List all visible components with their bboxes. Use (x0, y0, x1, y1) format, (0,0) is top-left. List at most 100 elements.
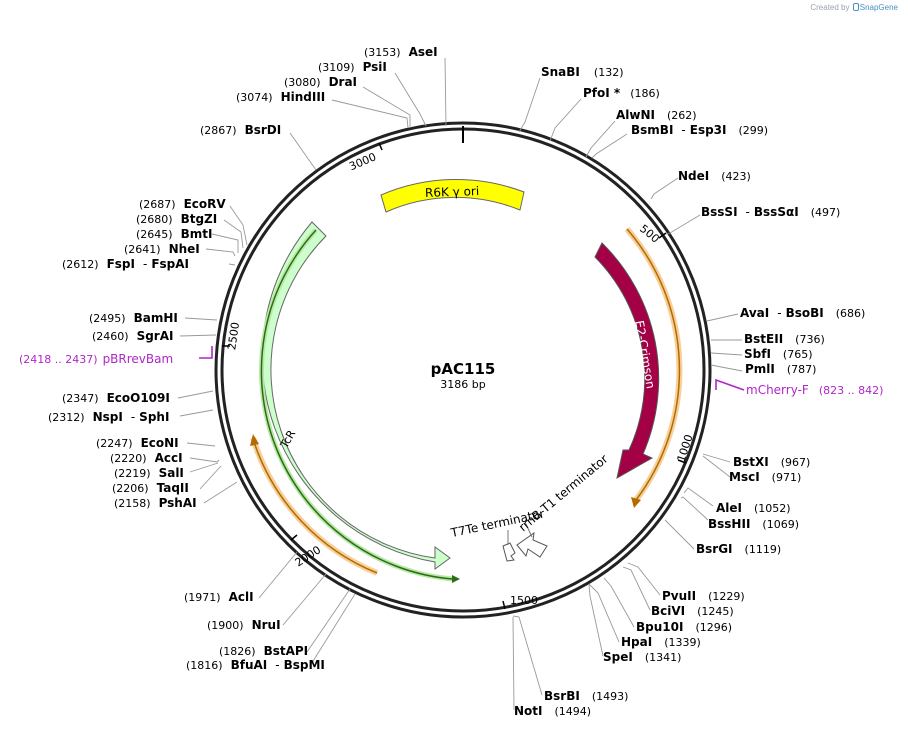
site-nhei[interactable]: (2641)NheI (124, 242, 200, 256)
feature-e2-crimson[interactable] (594, 242, 660, 479)
site-pmli[interactable]: PmlI(787) (745, 362, 816, 376)
site-alei[interactable]: AleI(1052) (716, 501, 791, 515)
site-econi[interactable]: (2247)EcoNI (96, 436, 179, 450)
orf-arc-tcr-line (260, 229, 453, 580)
site-name-bmti: BmtI (181, 227, 213, 241)
site-acli[interactable]: (1971)AclI (184, 590, 254, 604)
site-sali[interactable]: (2219)SalI (114, 466, 184, 480)
site-bcivi[interactable]: BciVI(1245) (651, 604, 734, 618)
primer-marker-mcherry-f[interactable] (715, 378, 745, 391)
site-nrui[interactable]: (1900)NruI (207, 618, 281, 632)
site-bamhi[interactable]: (2495)BamHI (89, 311, 178, 325)
site-dash-bsmbi: - (681, 123, 685, 137)
site-bsmbi[interactable]: BsmBI-Esp3I(299) (631, 123, 768, 137)
primer-marker-pbrrevbam[interactable] (199, 346, 213, 359)
feature-r6k-ori[interactable] (380, 178, 525, 213)
site-name-bsrdi: BsrDI (245, 123, 282, 137)
tick-label-1500: 1500 (510, 594, 538, 607)
site-asei[interactable]: (3153)AseI (364, 45, 438, 59)
site-pos-bstapi: (1826) (219, 645, 256, 658)
created-by-text: Created by (810, 3, 850, 12)
site-name-acci: AccI (155, 451, 183, 465)
site-sbfi[interactable]: SbfI (765) (744, 347, 813, 361)
site-name-pmli: PmlI (745, 362, 775, 376)
site-acci[interactable]: (2220)AccI (110, 451, 183, 465)
created-by-credit: Created by SnapGene (810, 3, 898, 12)
site-bstxi[interactable]: BstXI(967) (733, 455, 810, 469)
site-avai[interactable]: AvaI-BsoBI(686) (740, 306, 865, 320)
feature-tcr[interactable] (261, 221, 451, 570)
site-bstapi[interactable]: (1826)BstAPI (219, 644, 308, 658)
site-pos-bsrbi: (1493) (592, 690, 629, 703)
site-bfuai[interactable]: (1816)BfuAI-BspMI (186, 658, 325, 672)
site-btgzi[interactable]: (2680)BtgZI (136, 212, 217, 226)
orf-arc-e2-crimson-line (626, 228, 681, 501)
site-bsshii[interactable]: BssHII(1069) (708, 517, 799, 531)
site-pos-bamhi: (2495) (89, 312, 126, 325)
site-pos-pvuii: (1229) (708, 590, 745, 603)
site-pshai[interactable]: (2158)PshAI (114, 496, 197, 510)
site-bsrdi[interactable]: (2867)BsrDI (200, 123, 281, 137)
site-fspi[interactable]: (2612)FspI-FspAI (62, 257, 189, 271)
tick-mark-2000 (290, 534, 298, 541)
site-name-nhei: NheI (169, 242, 200, 256)
site-sgrai[interactable]: (2460)SgrAI (92, 329, 173, 343)
backbone-outer-ring (214, 121, 712, 619)
site-taqii[interactable]: (2206)TaqII (112, 481, 189, 495)
site-alt-bfuai: BspMI (284, 658, 325, 672)
site-pos-bsteii: (736) (795, 333, 825, 346)
site-pos-bsrgi: (1119) (745, 543, 782, 556)
snapgene-brand: SnapGene (859, 3, 898, 12)
site-noti[interactable]: NotI(1494) (514, 704, 591, 718)
site-bmti[interactable]: (2645)BmtI (136, 227, 212, 241)
site-hindiii[interactable]: (3074) HindIII (236, 90, 325, 104)
site-bpu10i[interactable]: Bpu10I(1296) (636, 620, 732, 634)
site-name-hindiii: HindIII (281, 90, 326, 104)
tick-label-2500: 2500 (225, 321, 242, 351)
feature-rrnb-t1-terminator[interactable] (516, 531, 548, 558)
tick-label-3000: 3000 (347, 150, 378, 173)
site-name-alwni: AlwNI (616, 108, 655, 122)
site-name-sali: SalI (159, 466, 184, 480)
site-alwni[interactable]: AlwNI(262) (616, 108, 697, 122)
site-ndei[interactable]: NdeI(423) (678, 169, 751, 183)
site-name-bsrbi: BsrBI (544, 689, 580, 703)
site-name-hpai: HpaI (621, 635, 652, 649)
site-psii[interactable]: (3109)PsiI (318, 60, 387, 74)
site-pos-hindiii: (3074) (236, 91, 273, 104)
orf-arrowhead-tcr-reverse (250, 434, 259, 446)
site-dash-bfuai: - (275, 658, 279, 672)
site-pos-ecoo109i: (2347) (62, 392, 99, 405)
site-name-bsssi: BssSI (701, 205, 738, 219)
site-pfoi[interactable]: PfoI *(186) (583, 86, 660, 100)
site-name-sbfi: SbfI (744, 347, 771, 361)
site-hpai[interactable]: HpaI(1339) (621, 635, 701, 649)
site-spei[interactable]: SpeI(1341) (603, 650, 681, 664)
site-snabi[interactable]: SnaBI(132) (541, 65, 624, 79)
site-pos-alei: (1052) (754, 502, 791, 515)
site-name-bsshii: BssHII (708, 517, 750, 531)
site-name-fspi: FspI (107, 257, 135, 271)
site-pos-sbfi: (765) (783, 348, 813, 361)
site-pvuii[interactable]: PvuII(1229) (662, 589, 745, 603)
site-bsssi[interactable]: BssSI-BssSαI(497) (701, 205, 840, 219)
site-dash-nspi: - (131, 410, 135, 424)
site-ecorv[interactable]: (2687)EcoRV (139, 197, 226, 211)
site-msci[interactable]: MscI(971) (729, 470, 801, 484)
site-bsrgi[interactable]: BsrGI(1119) (696, 542, 781, 556)
site-bsteii[interactable]: BstEII(736) (744, 332, 825, 346)
primer-range-pbrrevbam: (2418 .. 2437) (19, 353, 98, 366)
site-bsrbi[interactable]: BsrBI (1493) (544, 689, 628, 703)
site-pos-bstxi: (967) (781, 456, 811, 469)
restriction-sites: (3153)AseI (3109)PsiI (3080)DraI (3074) H… (48, 45, 865, 718)
site-name-ndei: NdeI (678, 169, 709, 183)
feature-t7te-terminator[interactable] (502, 542, 516, 562)
site-pos-econi: (2247) (96, 437, 133, 450)
site-pos-drai: (3080) (284, 76, 321, 89)
site-ecoo109i[interactable]: (2347)EcoO109I (62, 391, 170, 405)
site-nspi[interactable]: (2312)NspI-SphI (48, 410, 169, 424)
site-dash-fspi: - (143, 257, 147, 271)
site-pos-ecorv: (2687) (139, 198, 176, 211)
site-drai[interactable]: (3080)DraI (284, 75, 357, 89)
